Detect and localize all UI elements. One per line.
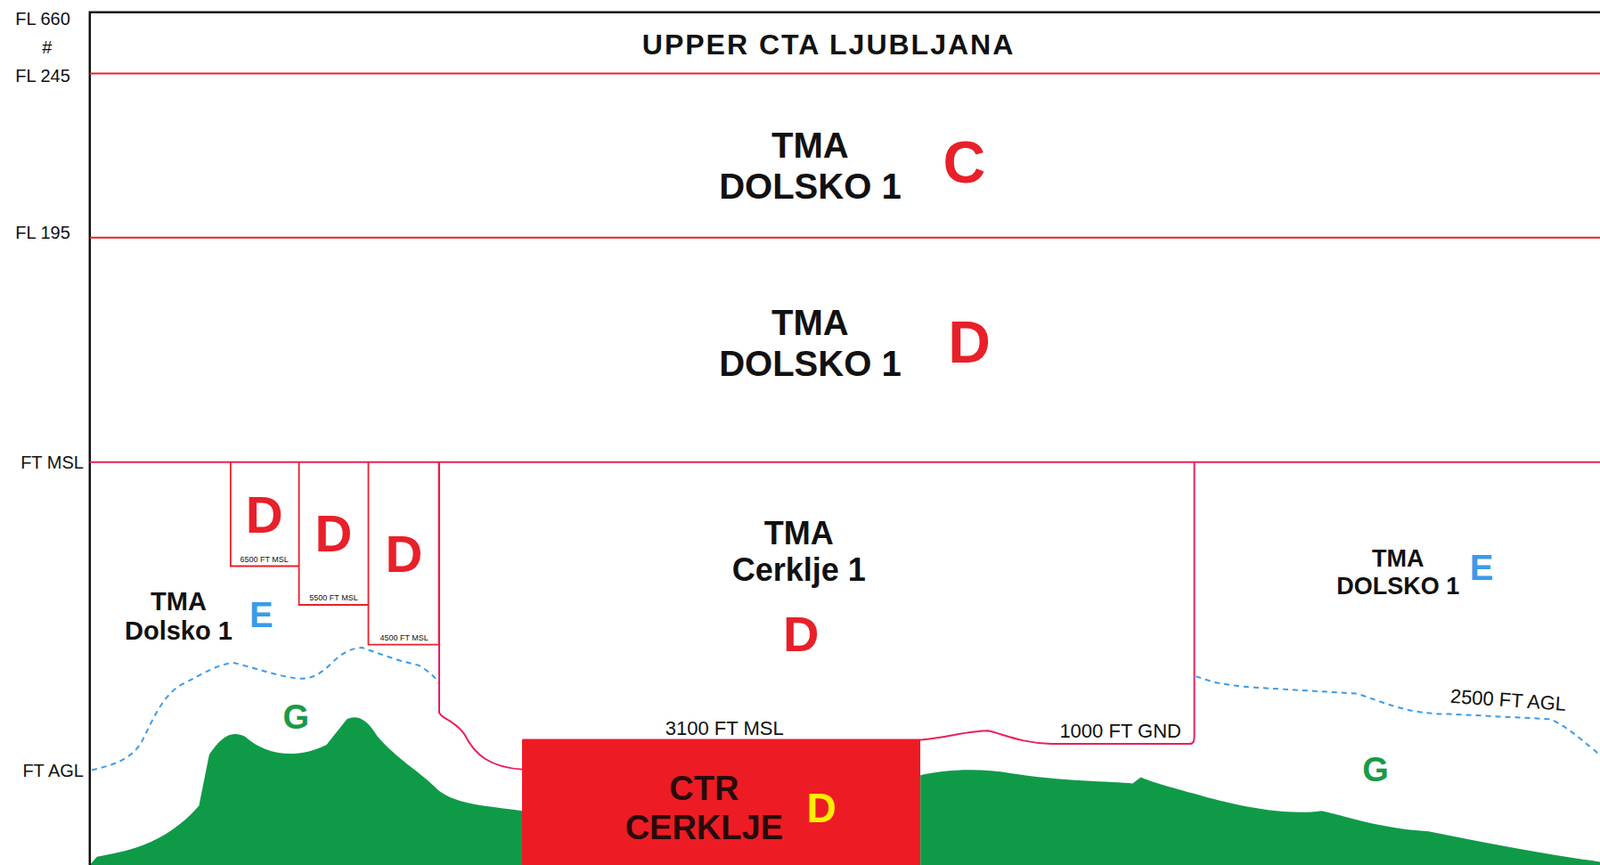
- axis-label: FL 195: [15, 222, 71, 244]
- boundary-line: [89, 73, 1600, 237]
- airspace-band: TMA DOLSKO 1 D: [89, 237, 1600, 463]
- axis-label: FT AGL: [22, 759, 84, 781]
- axis-label: FL 660: [15, 8, 71, 29]
- boundary-line: [89, 461, 1600, 464]
- class-letter: E: [249, 594, 274, 636]
- class-letter: D: [315, 504, 353, 564]
- class-letter: E: [1469, 546, 1494, 588]
- altitude-limit: 1000 FT GND: [1059, 720, 1182, 743]
- agl-limit-line: [1195, 676, 1600, 755]
- class-letter: C: [943, 129, 987, 197]
- altitude-limit: 6500 FT MSL: [239, 555, 288, 564]
- class-letter: D: [806, 784, 836, 833]
- step-sector: D 4500 FT MSL: [367, 462, 439, 645]
- altitude-limit: 4500 FT MSL: [379, 633, 428, 643]
- altitude-limit: 2500 FT AGL: [1447, 684, 1569, 716]
- class-letter: D: [385, 524, 424, 585]
- class-letter: D: [947, 309, 991, 377]
- class-letter: D: [245, 485, 284, 546]
- airspace-band: UPPER CTA LJUBLJANA: [89, 12, 1600, 74]
- band-name: TMA DOLSKO 1: [706, 302, 914, 384]
- step-sector: D 5500 FT MSL: [299, 462, 369, 605]
- ctr-zone: CTR CERKLJED: [522, 739, 921, 865]
- terrain: [920, 769, 1600, 865]
- step-outline: [230, 462, 440, 645]
- altitude-limit: 3100 FT MSL: [665, 717, 784, 740]
- agl-limit-line: [91, 647, 439, 770]
- class-letter: G: [282, 699, 310, 739]
- area-name: TMA Dolsko 1: [113, 586, 245, 646]
- axis-label: FT MSL: [20, 451, 84, 473]
- class-letter: G: [1362, 751, 1389, 791]
- chart-frame: [89, 12, 1600, 865]
- sector-boundary: [439, 462, 1195, 770]
- terrain: [89, 717, 523, 865]
- step-sector: D 6500 FT MSL: [230, 462, 300, 567]
- axis-label: #: [41, 36, 52, 58]
- class-letter: D: [783, 605, 819, 663]
- axis-label: FL 245: [15, 65, 71, 86]
- zone-name: CTR CERKLJE: [612, 770, 796, 849]
- sector-name: TMA Cerklje 1: [717, 514, 881, 588]
- band-name: TMA DOLSKO 1: [706, 124, 914, 207]
- area-name: TMA DOLSKO 1: [1328, 545, 1469, 601]
- airspace-band: TMA DOLSKO 1 C: [89, 73, 1600, 237]
- altitude-limit: 5500 FT MSL: [309, 593, 358, 603]
- band-name: UPPER CTA LJUBLJANA: [642, 28, 1015, 62]
